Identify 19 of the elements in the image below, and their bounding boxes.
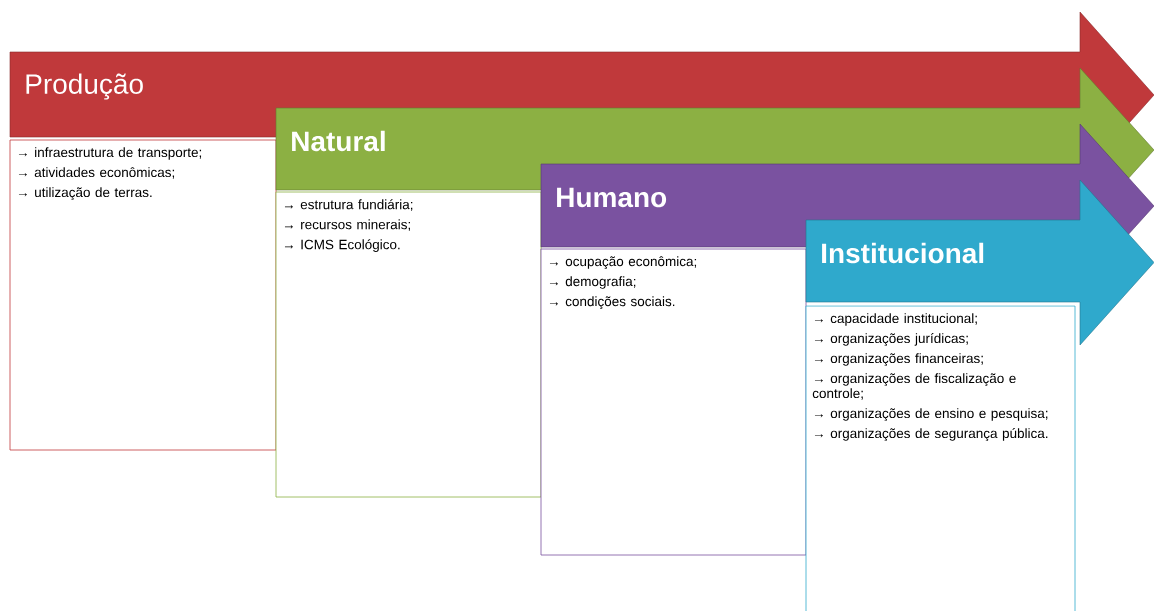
text-box <box>275 191 542 498</box>
text-box <box>805 305 1076 611</box>
list-item: → estrutura fundiária; <box>284 199 413 211</box>
list-item: → organizações de ensino e pesquisa; <box>814 408 1048 421</box>
text-box <box>9 139 277 451</box>
list-item: → demografia; <box>549 276 636 289</box>
list-item: → infraestrutura de transporte; <box>18 147 202 160</box>
list-item: → capacidade institucional; <box>814 313 977 326</box>
list-item: → organizações jurídicas; <box>814 333 968 346</box>
list-item: → recursos minerais; <box>284 219 410 231</box>
list-item: → ocupação econômica; <box>549 256 697 269</box>
list-item: → organizações de segurança pública. <box>814 428 1048 441</box>
text-box <box>540 248 807 556</box>
list-item: → ICMS Ecológico. <box>284 239 400 252</box>
list-item: → condições sociais. <box>549 296 675 309</box>
list-item: → utilização de terras. <box>18 187 152 200</box>
list-item: → organizações de fiscalização e controle; <box>812 373 1016 400</box>
list-item: → atividades econômicas; <box>18 167 175 179</box>
list-item: → organizações financeiras; <box>814 353 983 366</box>
